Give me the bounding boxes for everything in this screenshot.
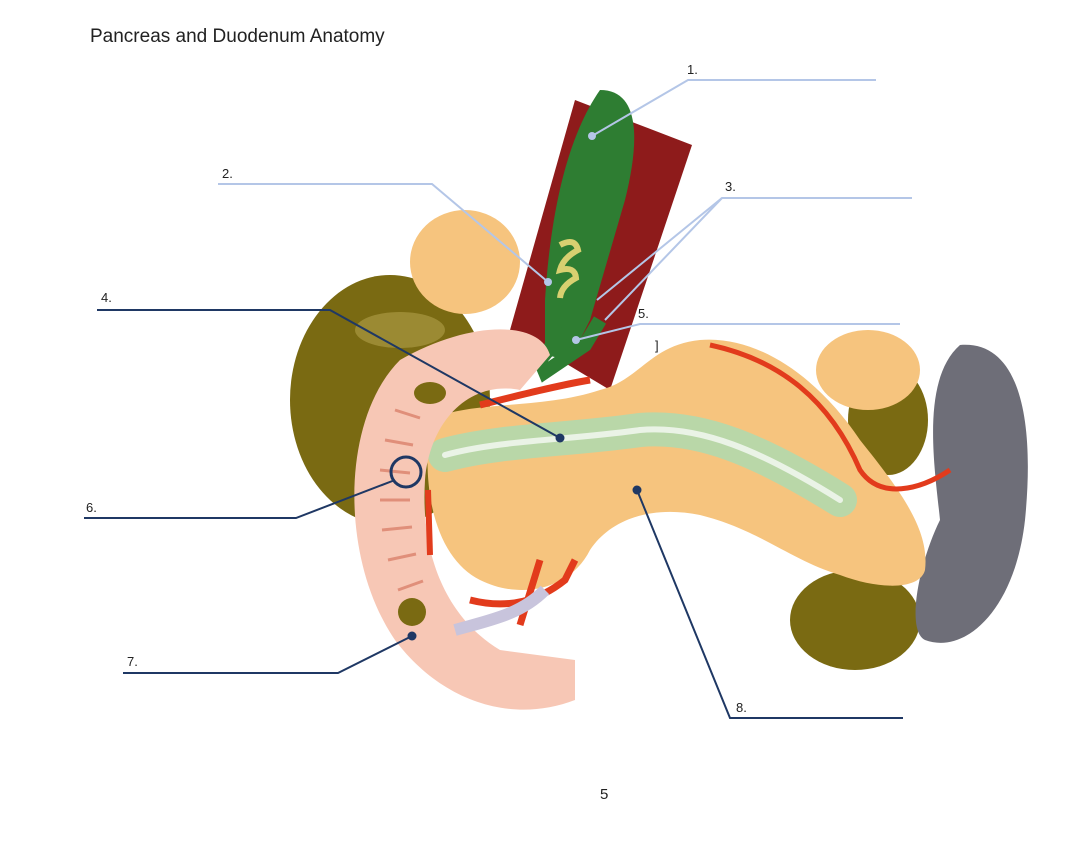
pancreas-lobe-right [816, 330, 920, 410]
stray-bracket: ] [655, 338, 659, 353]
pancreatic-duct-core [442, 426, 843, 503]
duodenum-opening-upper [414, 382, 446, 404]
label-8: 8. [736, 700, 747, 715]
page-title: Pancreas and Duodenum Anatomy [90, 26, 385, 47]
leader-6 [84, 479, 396, 519]
pancreas-lobe-upper [410, 210, 520, 314]
label-1: 1. [687, 62, 698, 77]
gallbladder [545, 90, 635, 360]
leader-1 [591, 79, 876, 137]
leader-8 [636, 489, 903, 719]
leader-7 [123, 635, 413, 674]
leaders-light [218, 79, 912, 341]
label-3: 3. [725, 179, 736, 194]
duodenum-folds [379, 408, 424, 592]
artery-upper [479, 376, 591, 409]
leaders-dark [84, 309, 903, 719]
olive-organ-right-lower [790, 570, 920, 670]
spleen [915, 344, 1028, 643]
leader-3b [604, 197, 723, 321]
ampulla-marker [389, 455, 423, 489]
label-6: 6. [86, 500, 97, 515]
leader-4 [97, 309, 561, 439]
leader-dots-dark [407, 433, 642, 641]
pancreas-body [427, 339, 926, 590]
label-4: 4. [101, 290, 112, 305]
olive-organ-left-highlight [355, 312, 445, 348]
leader-5 [575, 323, 900, 341]
page-number: 5 [600, 786, 609, 803]
leader-dots-light [544, 132, 596, 344]
label-5: 5. [638, 306, 649, 321]
vein-lower [453, 585, 550, 636]
duodenum-opening-lower [398, 598, 426, 626]
artery-left [425, 489, 433, 556]
label-2: 2. [222, 166, 233, 181]
leader-2 [218, 183, 549, 283]
artery-splenic [709, 342, 952, 492]
gallbladder-spiral-valve [555, 238, 582, 299]
label-7: 7. [127, 654, 138, 669]
